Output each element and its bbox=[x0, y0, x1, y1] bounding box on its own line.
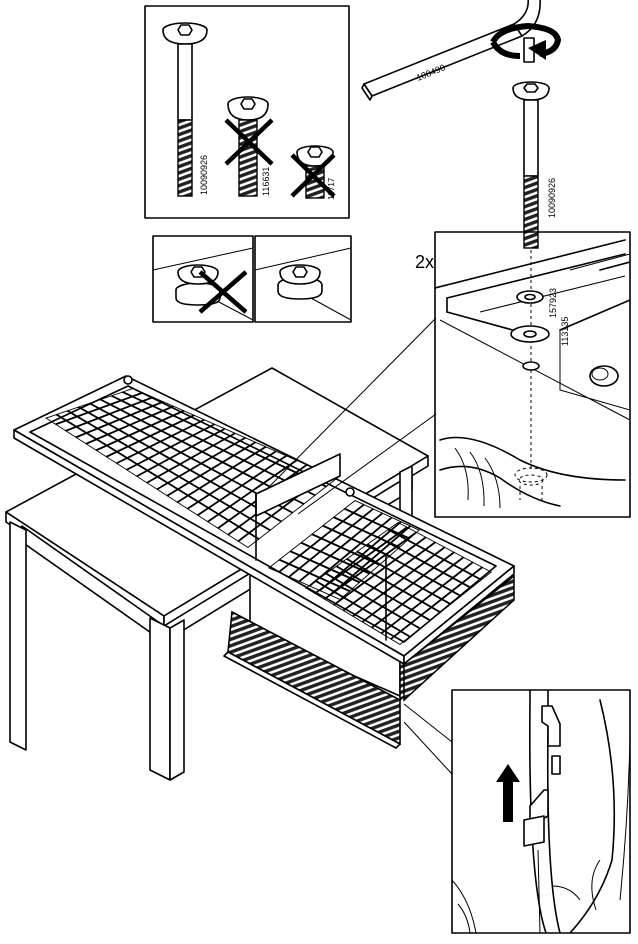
grid-wire bbox=[370, 556, 465, 629]
grid-wire bbox=[105, 414, 195, 458]
grid-wire bbox=[135, 427, 226, 478]
washer-correct-panel bbox=[254, 235, 352, 323]
up-arrow-icon bbox=[496, 764, 520, 822]
grid-wire bbox=[278, 558, 351, 593]
forbidden-x-icon bbox=[198, 270, 248, 314]
grid-wire bbox=[146, 432, 236, 484]
long-bolt bbox=[162, 22, 208, 197]
grid-wire bbox=[389, 566, 484, 641]
small-washer bbox=[516, 290, 544, 304]
large-washer-partno: 113135 bbox=[560, 317, 570, 346]
hook-detail-panel bbox=[451, 689, 631, 934]
long-bolt-partno: 10090926 bbox=[199, 155, 209, 195]
grid-wire bbox=[156, 436, 247, 491]
grid-wire bbox=[196, 454, 288, 517]
bolt-comparison-panel: 10090926 116631 10717 bbox=[144, 5, 350, 219]
detail-panel: 157923 113135 bbox=[434, 231, 631, 518]
install-bolt-partno: 10090926 bbox=[547, 178, 557, 218]
grid-wire bbox=[288, 507, 375, 578]
grid-wire bbox=[247, 477, 338, 548]
grid-wire bbox=[277, 503, 365, 574]
grid-wire bbox=[311, 533, 381, 566]
short-bolt-partno: 10717 bbox=[327, 177, 336, 200]
grid-wire bbox=[45, 388, 134, 419]
grid-wire bbox=[313, 526, 408, 595]
medium-bolt-partno: 116631 bbox=[261, 167, 271, 196]
rotate-arrow-icon bbox=[490, 22, 562, 60]
quantity-label: 2x bbox=[415, 252, 434, 272]
grid-wire bbox=[75, 400, 165, 439]
large-washer bbox=[510, 325, 550, 343]
grid-wire bbox=[54, 391, 144, 426]
grid-wire bbox=[308, 516, 393, 587]
grid-wire bbox=[380, 561, 474, 635]
grid-wire bbox=[95, 409, 185, 452]
grid-wire bbox=[361, 551, 455, 623]
grid-wire bbox=[85, 405, 175, 445]
grid-wire bbox=[351, 546, 446, 618]
grid-wire bbox=[166, 441, 257, 497]
install-bolt bbox=[512, 81, 550, 298]
small-washer-partno: 157923 bbox=[548, 288, 558, 318]
grid-wire bbox=[305, 522, 399, 589]
grid-wire bbox=[125, 423, 216, 471]
forbidden-x-icon bbox=[224, 118, 274, 166]
grid-wire bbox=[342, 541, 437, 612]
grid-wire bbox=[186, 450, 277, 510]
grid-wire bbox=[289, 550, 361, 584]
allen-key: 108490 bbox=[361, 0, 541, 101]
hatched-front-panel bbox=[223, 610, 401, 749]
box-hatched-side bbox=[403, 574, 515, 702]
grid-wire bbox=[298, 512, 384, 583]
grid-wire bbox=[268, 500, 356, 569]
grid-wire bbox=[332, 536, 427, 606]
grid-wire bbox=[323, 531, 418, 601]
grid-wire bbox=[300, 541, 371, 575]
grid-wire bbox=[176, 445, 267, 504]
grid-wire bbox=[64, 396, 154, 432]
grid-wire bbox=[115, 418, 206, 465]
grid-wire bbox=[206, 459, 298, 523]
divider-panel bbox=[255, 453, 387, 641]
forbidden-x-icon bbox=[290, 153, 336, 198]
